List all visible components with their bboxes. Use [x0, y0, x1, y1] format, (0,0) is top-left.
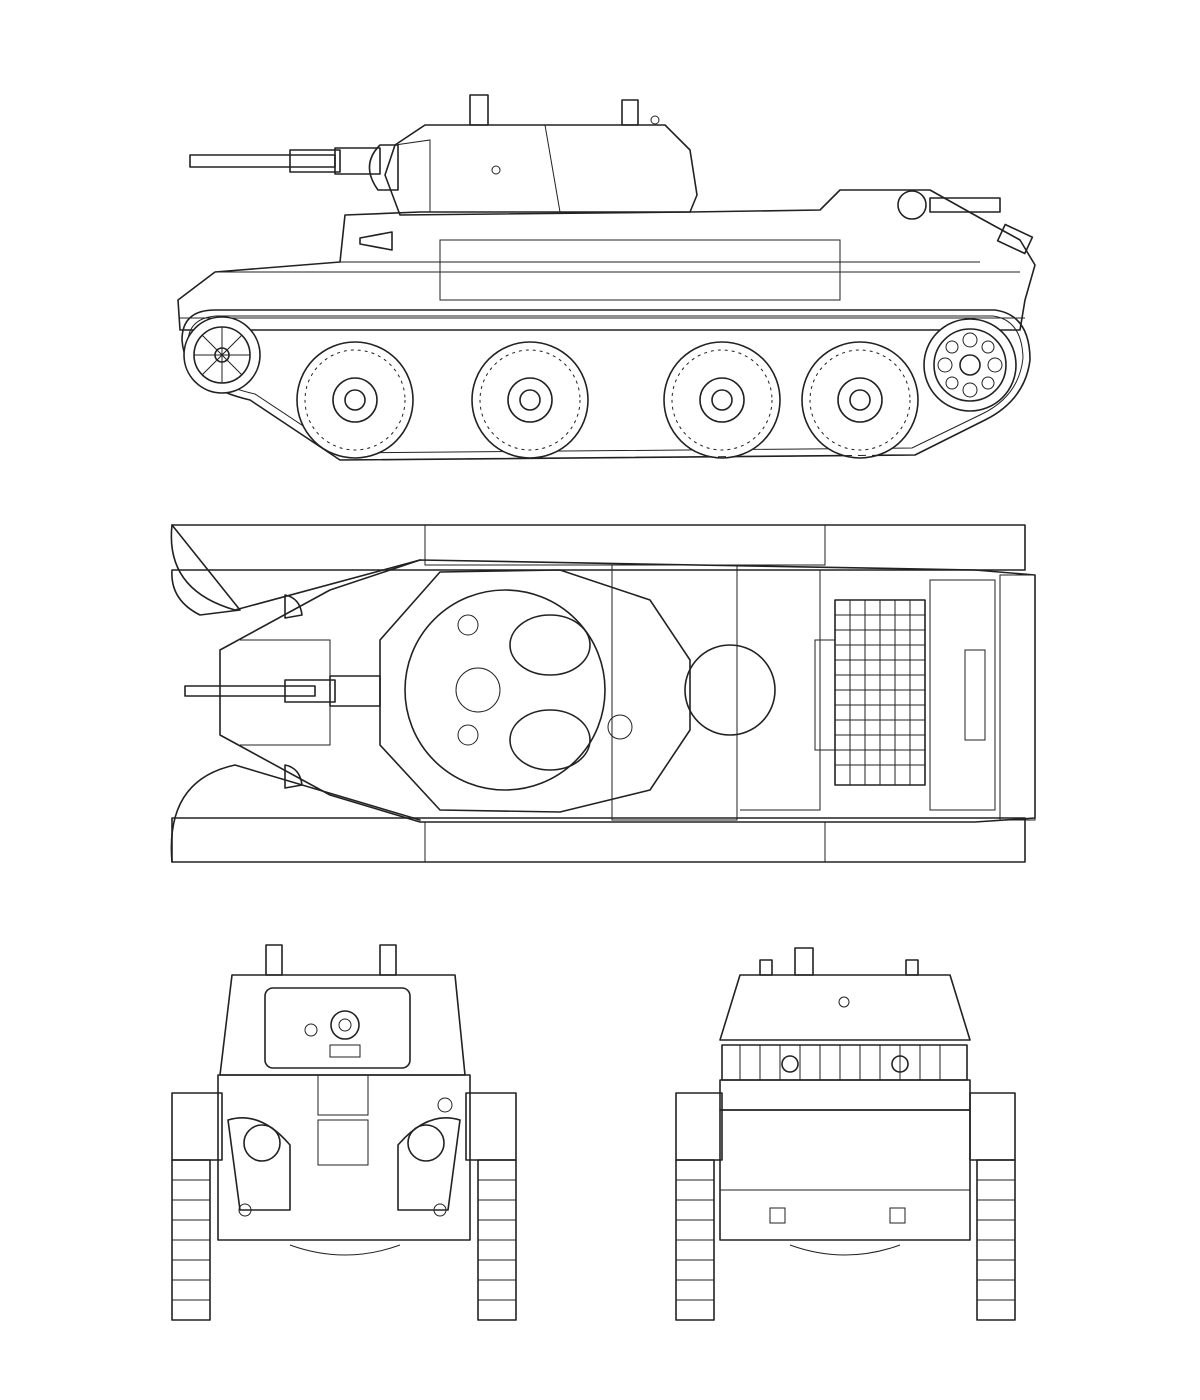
front-gun-mantlet [264, 987, 411, 1069]
rear-left-track [675, 1159, 715, 1321]
top-left-track-fender [171, 524, 1026, 616]
front-turret [219, 974, 466, 1076]
side-hull [177, 189, 1036, 331]
side-turret [384, 124, 698, 216]
front-headlight-right [407, 1124, 445, 1162]
top-turret-ring [404, 589, 606, 791]
top-turret [379, 569, 691, 813]
side-gun-mantlet [368, 144, 399, 191]
rear-view [675, 947, 1016, 1321]
side-road-wheel-4 [801, 341, 919, 459]
front-left-track [171, 1159, 211, 1321]
side-gun-barrel [189, 154, 336, 168]
front-view [171, 944, 517, 1321]
top-gun-barrel [184, 685, 316, 697]
top-engine-grille [834, 599, 926, 786]
front-gun-muzzle [330, 1010, 360, 1040]
front-headlight-left [243, 1124, 281, 1162]
top-view [170, 524, 1036, 863]
rear-turret [719, 974, 971, 1041]
top-right-track-fender [171, 817, 1026, 863]
front-right-track [477, 1159, 517, 1321]
rear-right-track [976, 1159, 1016, 1321]
top-hatch-right [509, 709, 591, 771]
rear-hull [719, 1109, 971, 1241]
side-idler-wheel [183, 316, 261, 394]
side-road-wheel-1 [296, 341, 414, 459]
rear-grille [721, 1044, 968, 1081]
side-road-wheel-3 [663, 341, 781, 459]
side-view [177, 94, 1036, 461]
front-hull [217, 1074, 471, 1241]
side-drive-sprocket [923, 318, 1017, 412]
top-hatch-left [509, 614, 591, 676]
side-road-wheel-2 [471, 341, 589, 459]
